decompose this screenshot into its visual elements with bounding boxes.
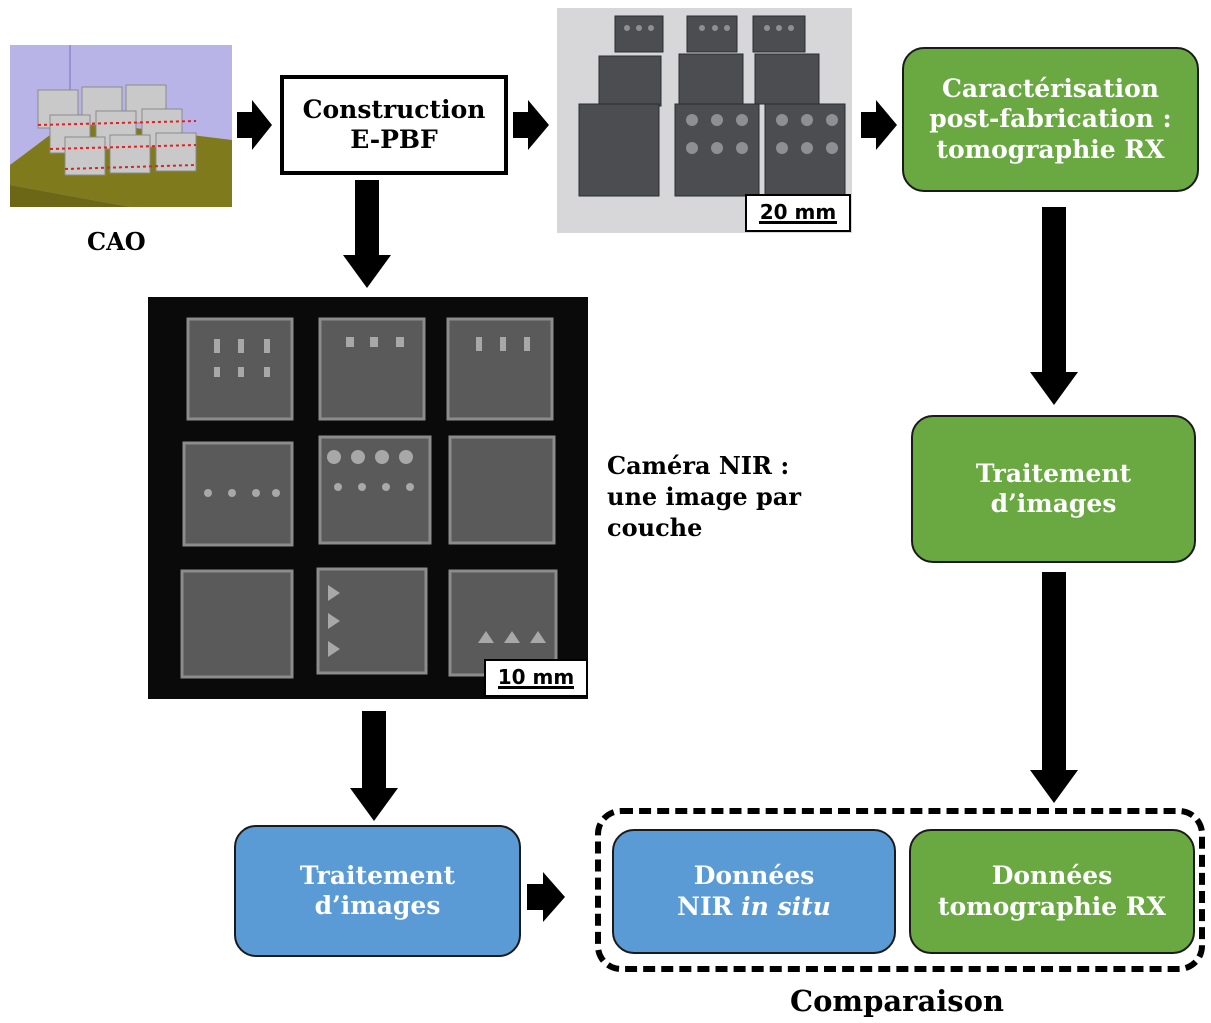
nir-data-line2-italic: in situ: [741, 891, 831, 921]
arrow-nir-to-processing: [350, 711, 398, 821]
arrow-processing-to-nir-data: [527, 872, 565, 922]
nir-data-box: Données NIR in situ: [612, 829, 896, 954]
nir-data-line2: NIR in situ: [677, 892, 831, 923]
nir-scale-label: 10 mm: [497, 665, 575, 689]
construction-line2: E-PBF: [350, 125, 438, 154]
cad-render: [10, 45, 232, 207]
comparison-region: [595, 808, 1205, 972]
processing-left-line1: Traitement: [299, 860, 456, 890]
cad-render-graphic: [10, 45, 232, 207]
photo-scale-bar: 20 mm: [745, 194, 851, 232]
parts-photo: 20 mm: [557, 8, 852, 233]
nir-caption: Caméra NIR : une image par couche: [607, 450, 801, 544]
processing-right-line1: Traitement: [975, 458, 1132, 488]
xray-data-line2: tomographie RX: [937, 891, 1167, 921]
nir-caption-line3: couche: [607, 513, 703, 543]
cad-caption: CAO: [87, 227, 146, 256]
nir-image: 10 mm: [148, 297, 588, 699]
arrow-processing-to-comparison: [1030, 572, 1078, 803]
processing-left-line2: d’images: [314, 891, 441, 920]
nir-caption-line1: Caméra NIR :: [607, 451, 790, 480]
nir-caption-line2: une image par: [607, 482, 801, 512]
arrow-construction-to-photo: [513, 100, 549, 150]
xray-data-line1: Données: [991, 861, 1113, 890]
comparison-label: Comparaison: [790, 984, 1005, 1018]
arrow-cad-to-construction: [237, 100, 272, 150]
xray-data-box: Données tomographie RX: [909, 829, 1195, 954]
image-processing-left-box: Traitement d’images: [234, 825, 521, 957]
nir-scale-line: [498, 686, 574, 689]
characterisation-line3: tomographie RX: [936, 134, 1165, 164]
construction-line1: Construction: [302, 94, 486, 124]
nir-scale-bar: 10 mm: [484, 659, 588, 697]
nir-image-graphic: [180, 317, 558, 679]
characterisation-line2: post-fabrication :: [929, 104, 1172, 134]
construction-box: Construction E-PBF: [280, 75, 508, 175]
arrow-construction-to-nir: [343, 180, 391, 288]
arrow-characterisation-to-processing: [1030, 207, 1078, 405]
arrow-photo-to-characterisation: [861, 100, 897, 150]
image-processing-right-box: Traitement d’images: [911, 415, 1196, 563]
parts-photo-graphic: [578, 15, 846, 197]
photo-scale-label: 20 mm: [759, 200, 837, 224]
photo-scale-line: [759, 221, 837, 224]
processing-right-line2: d’images: [990, 489, 1117, 518]
characterisation-line1: Caractérisation: [942, 73, 1159, 103]
nir-data-line2-prefix: NIR: [677, 891, 742, 921]
characterisation-box: Caractérisation post-fabrication : tomog…: [902, 47, 1199, 192]
nir-data-line1: Données: [693, 861, 815, 890]
